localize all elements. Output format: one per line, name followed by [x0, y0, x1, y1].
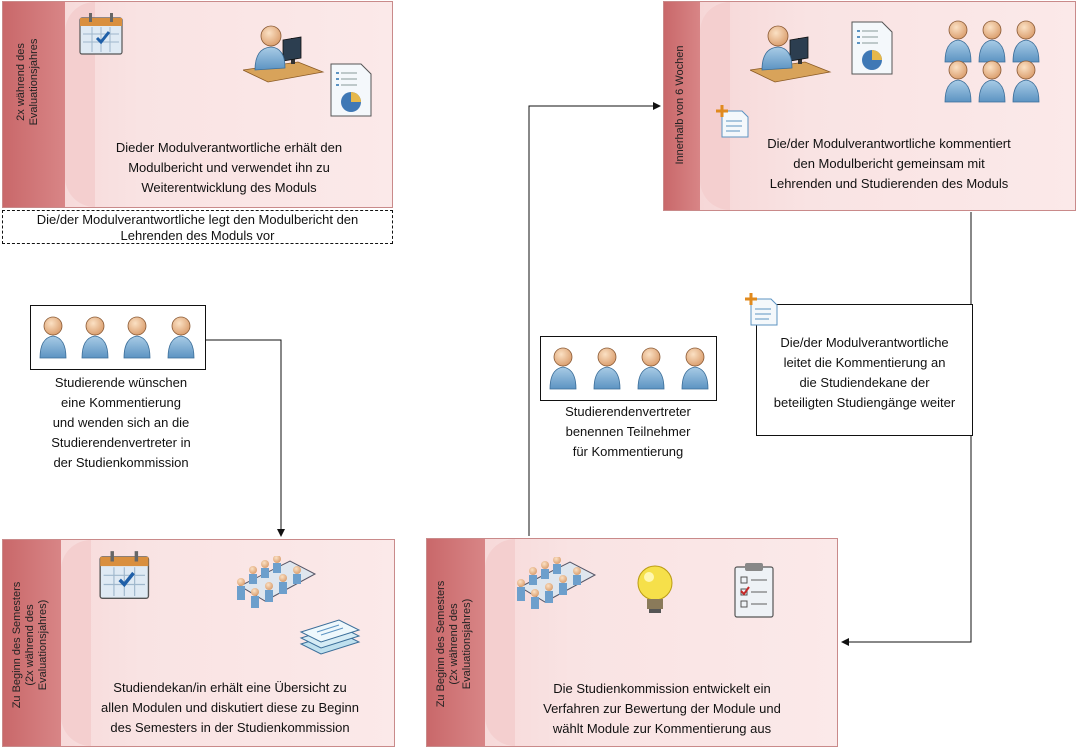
- panel-side-band: [427, 539, 485, 746]
- meeting-table-icon: [516, 557, 596, 610]
- text-line: leitet die Kommentierung an: [783, 355, 946, 370]
- side-label-line: Evaluationsjahres): [461, 598, 473, 690]
- text-line: beteiligten Studiengänge weiter: [773, 395, 956, 410]
- description-line: allen Modulen und diskutiert diese zu Be…: [100, 700, 359, 715]
- description-line: wählt Module zur Kommentierung aus: [552, 721, 772, 736]
- add-note-icon: [745, 293, 779, 327]
- description-line: des Semesters in der Studienkommission: [110, 720, 350, 735]
- panel-band-curve: [61, 540, 91, 746]
- dashed-note: Die/der Modulverantwortliche legt den Mo…: [2, 210, 393, 244]
- note-line: Lehrenden des Moduls vor: [120, 228, 275, 243]
- box-students: [30, 305, 206, 370]
- description-line: Verfahren zur Bewertung der Module und: [543, 701, 781, 716]
- side-label-line: Zu Beginn des Semesters: [435, 580, 447, 708]
- description-line: Die/der Modulverantwortliche kommentiert: [767, 136, 1011, 151]
- arrow-students-to-commission: [206, 339, 285, 537]
- people-row-icon: [549, 347, 709, 390]
- panel-module-report: 2x während des Evaluationsjahres Dieder …: [2, 1, 393, 208]
- lightbulb-icon: [637, 565, 673, 614]
- panel-commission-procedure: Zu Beginn des Semesters (2x während des …: [426, 538, 838, 747]
- side-label-line: 2x während des: [15, 43, 27, 121]
- text-line: Studierendenvertreter: [565, 404, 691, 419]
- panel-side-band: [664, 2, 700, 210]
- text-line: Studierendenvertreter in: [51, 435, 191, 450]
- description-line: Die Studienkommission entwickelt ein: [553, 681, 771, 696]
- person-at-desk-icon: [243, 25, 324, 83]
- text-line: der Studienkommission: [53, 455, 189, 470]
- description-line: Dieder Modulverantwortliche erhält den: [115, 140, 343, 155]
- panel-side-label: Zu Beginn des Semesters (2x während des …: [435, 559, 474, 729]
- text-line: Studierende wünschen: [54, 375, 188, 390]
- panel-side-label: Innerhalb von 6 Wochen: [674, 30, 687, 180]
- arrow-commission-to-comment: [528, 102, 661, 536]
- forward-text: Die/der Modulverantwortliche leitet die …: [757, 333, 972, 413]
- meeting-table-icon: [236, 556, 316, 609]
- panel-band-curve: [700, 2, 730, 210]
- calendar-icon: [79, 12, 124, 56]
- panel-side-band: [3, 540, 61, 746]
- calendar-icon: [99, 550, 151, 601]
- text-line: für Kommentierung: [572, 444, 684, 459]
- description-line: Lehrenden und Studierenden des Moduls: [769, 176, 1009, 191]
- text-line: und wenden sich an die: [52, 415, 190, 430]
- side-label-line: Innerhalb von 6 Wochen: [674, 45, 686, 165]
- description-line: Studiendekan/in erhält eine Übersicht zu: [113, 680, 347, 695]
- panel-dean-overview: Zu Beginn des Semesters (2x während des …: [2, 539, 395, 747]
- note-line: Die/der Modulverantwortliche legt den Mo…: [36, 212, 359, 227]
- panel-side-band: [3, 2, 65, 207]
- box-representatives: [540, 336, 717, 401]
- side-label-line: (2x während des: [24, 604, 36, 686]
- text-line: die Studiendekane der: [799, 375, 930, 390]
- representatives-text: Studierendenvertreter benennen Teilnehme…: [520, 402, 736, 462]
- panel-side-label: 2x während des Evaluationsjahres: [15, 12, 41, 152]
- documents-stack-icon: [300, 619, 360, 655]
- students-text: Studierende wünschen eine Kommentierung …: [16, 373, 226, 473]
- side-label-line: (2x während des: [448, 603, 460, 685]
- description-line: Modulbericht und verwendet ihn zu: [128, 160, 330, 175]
- panel-description: Die/der Modulverantwortliche kommentiert…: [724, 134, 1054, 194]
- people-row-icon: [39, 316, 195, 359]
- box-forward-comment: Die/der Modulverantwortliche leitet die …: [745, 293, 973, 436]
- people-group-icon: [942, 18, 1062, 118]
- panel-description: Die Studienkommission entwickelt ein Ver…: [497, 679, 827, 739]
- report-chart-icon: [851, 21, 893, 75]
- side-label-line: Evaluationsjahres: [28, 38, 40, 126]
- report-chart-icon: [330, 63, 372, 117]
- panel-comment-module: Innerhalb von 6 Wochen Die/der Modulvera…: [663, 1, 1076, 211]
- text-line: eine Kommentierung: [61, 395, 181, 410]
- panel-side-label: Zu Beginn des Semesters (2x während des …: [11, 560, 50, 730]
- panel-band-curve: [485, 539, 515, 746]
- description-line: Weiterentwicklung des Moduls: [141, 180, 317, 195]
- checklist-icon: [734, 563, 774, 618]
- side-label-line: Evaluationsjahres): [37, 599, 49, 691]
- text-line: Die/der Modulverantwortliche: [780, 335, 949, 350]
- description-line: den Modulbericht gemeinsam mit: [793, 156, 985, 171]
- panel-description: Studiendekan/in erhält eine Übersicht zu…: [65, 678, 395, 738]
- person-at-desk-icon: [750, 25, 831, 83]
- text-line: benennen Teilnehmer: [565, 424, 691, 439]
- panel-description: Dieder Modulverantwortliche erhält den M…: [69, 138, 389, 198]
- side-label-line: Zu Beginn des Semesters: [11, 581, 23, 709]
